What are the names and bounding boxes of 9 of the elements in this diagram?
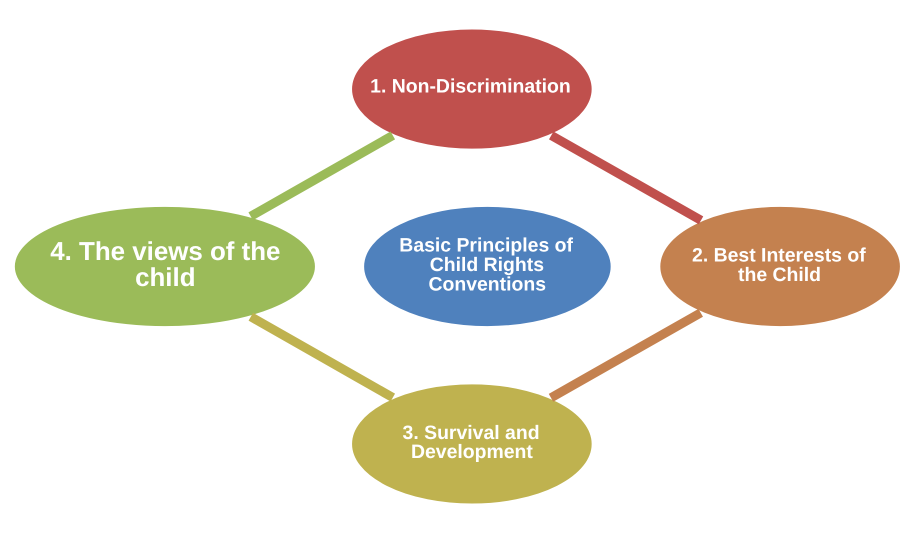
node-ellipse: 1. Non-Discrimination (349, 26, 594, 152)
connector (548, 308, 703, 402)
connector (248, 312, 396, 402)
node-ellipse: 4. The views of the child (12, 204, 318, 329)
connector (549, 131, 704, 224)
node-ellipse: Basic Principles of Child Rights Conventions (362, 204, 614, 329)
node-ellipse: 2. Best Interests of the Child (658, 204, 903, 329)
node-ellipse: 3. Survival and Development (349, 382, 594, 506)
connector (248, 131, 396, 220)
